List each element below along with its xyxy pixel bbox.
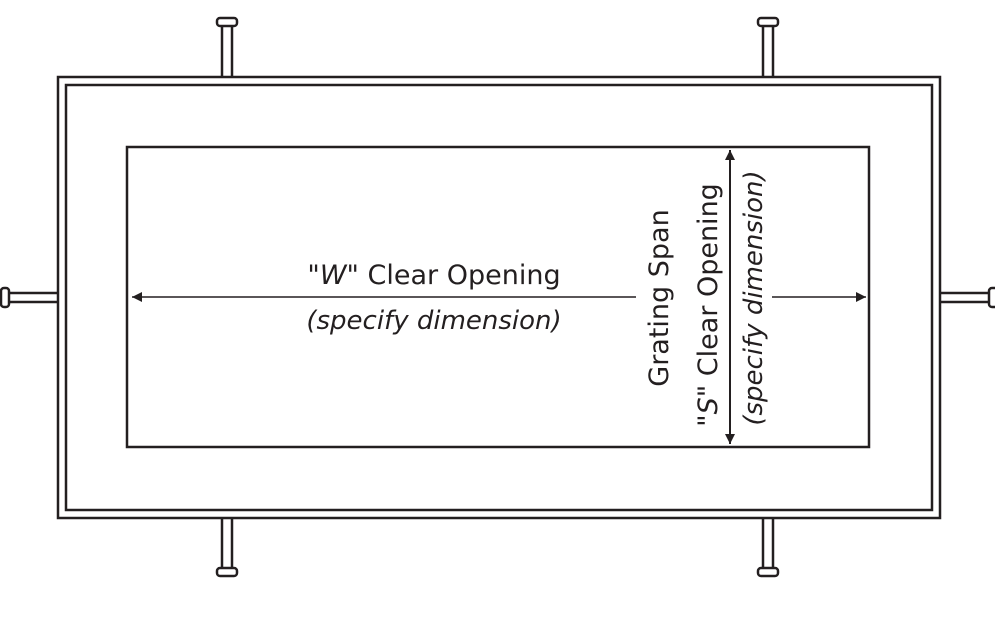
width-note: (specify dimension)	[306, 306, 561, 336]
anchor-lug-bottom-left	[215, 518, 239, 578]
outer-frame	[56, 75, 942, 520]
span-label: "S" Clear Opening	[693, 183, 724, 427]
anchor-lug-top-right	[756, 16, 780, 77]
clear-opening	[125, 145, 871, 449]
span-title-label: Grating Span	[644, 209, 675, 386]
anchor-lug-left	[0, 286, 58, 309]
span-note: (specify dimension)	[739, 170, 769, 425]
inner-frame	[64, 83, 934, 512]
anchor-lug-top-left	[215, 16, 239, 77]
anchor-lug-right	[940, 286, 995, 309]
anchor-lug-bottom-right	[756, 518, 780, 578]
width-label: "W" Clear Opening	[307, 260, 560, 291]
